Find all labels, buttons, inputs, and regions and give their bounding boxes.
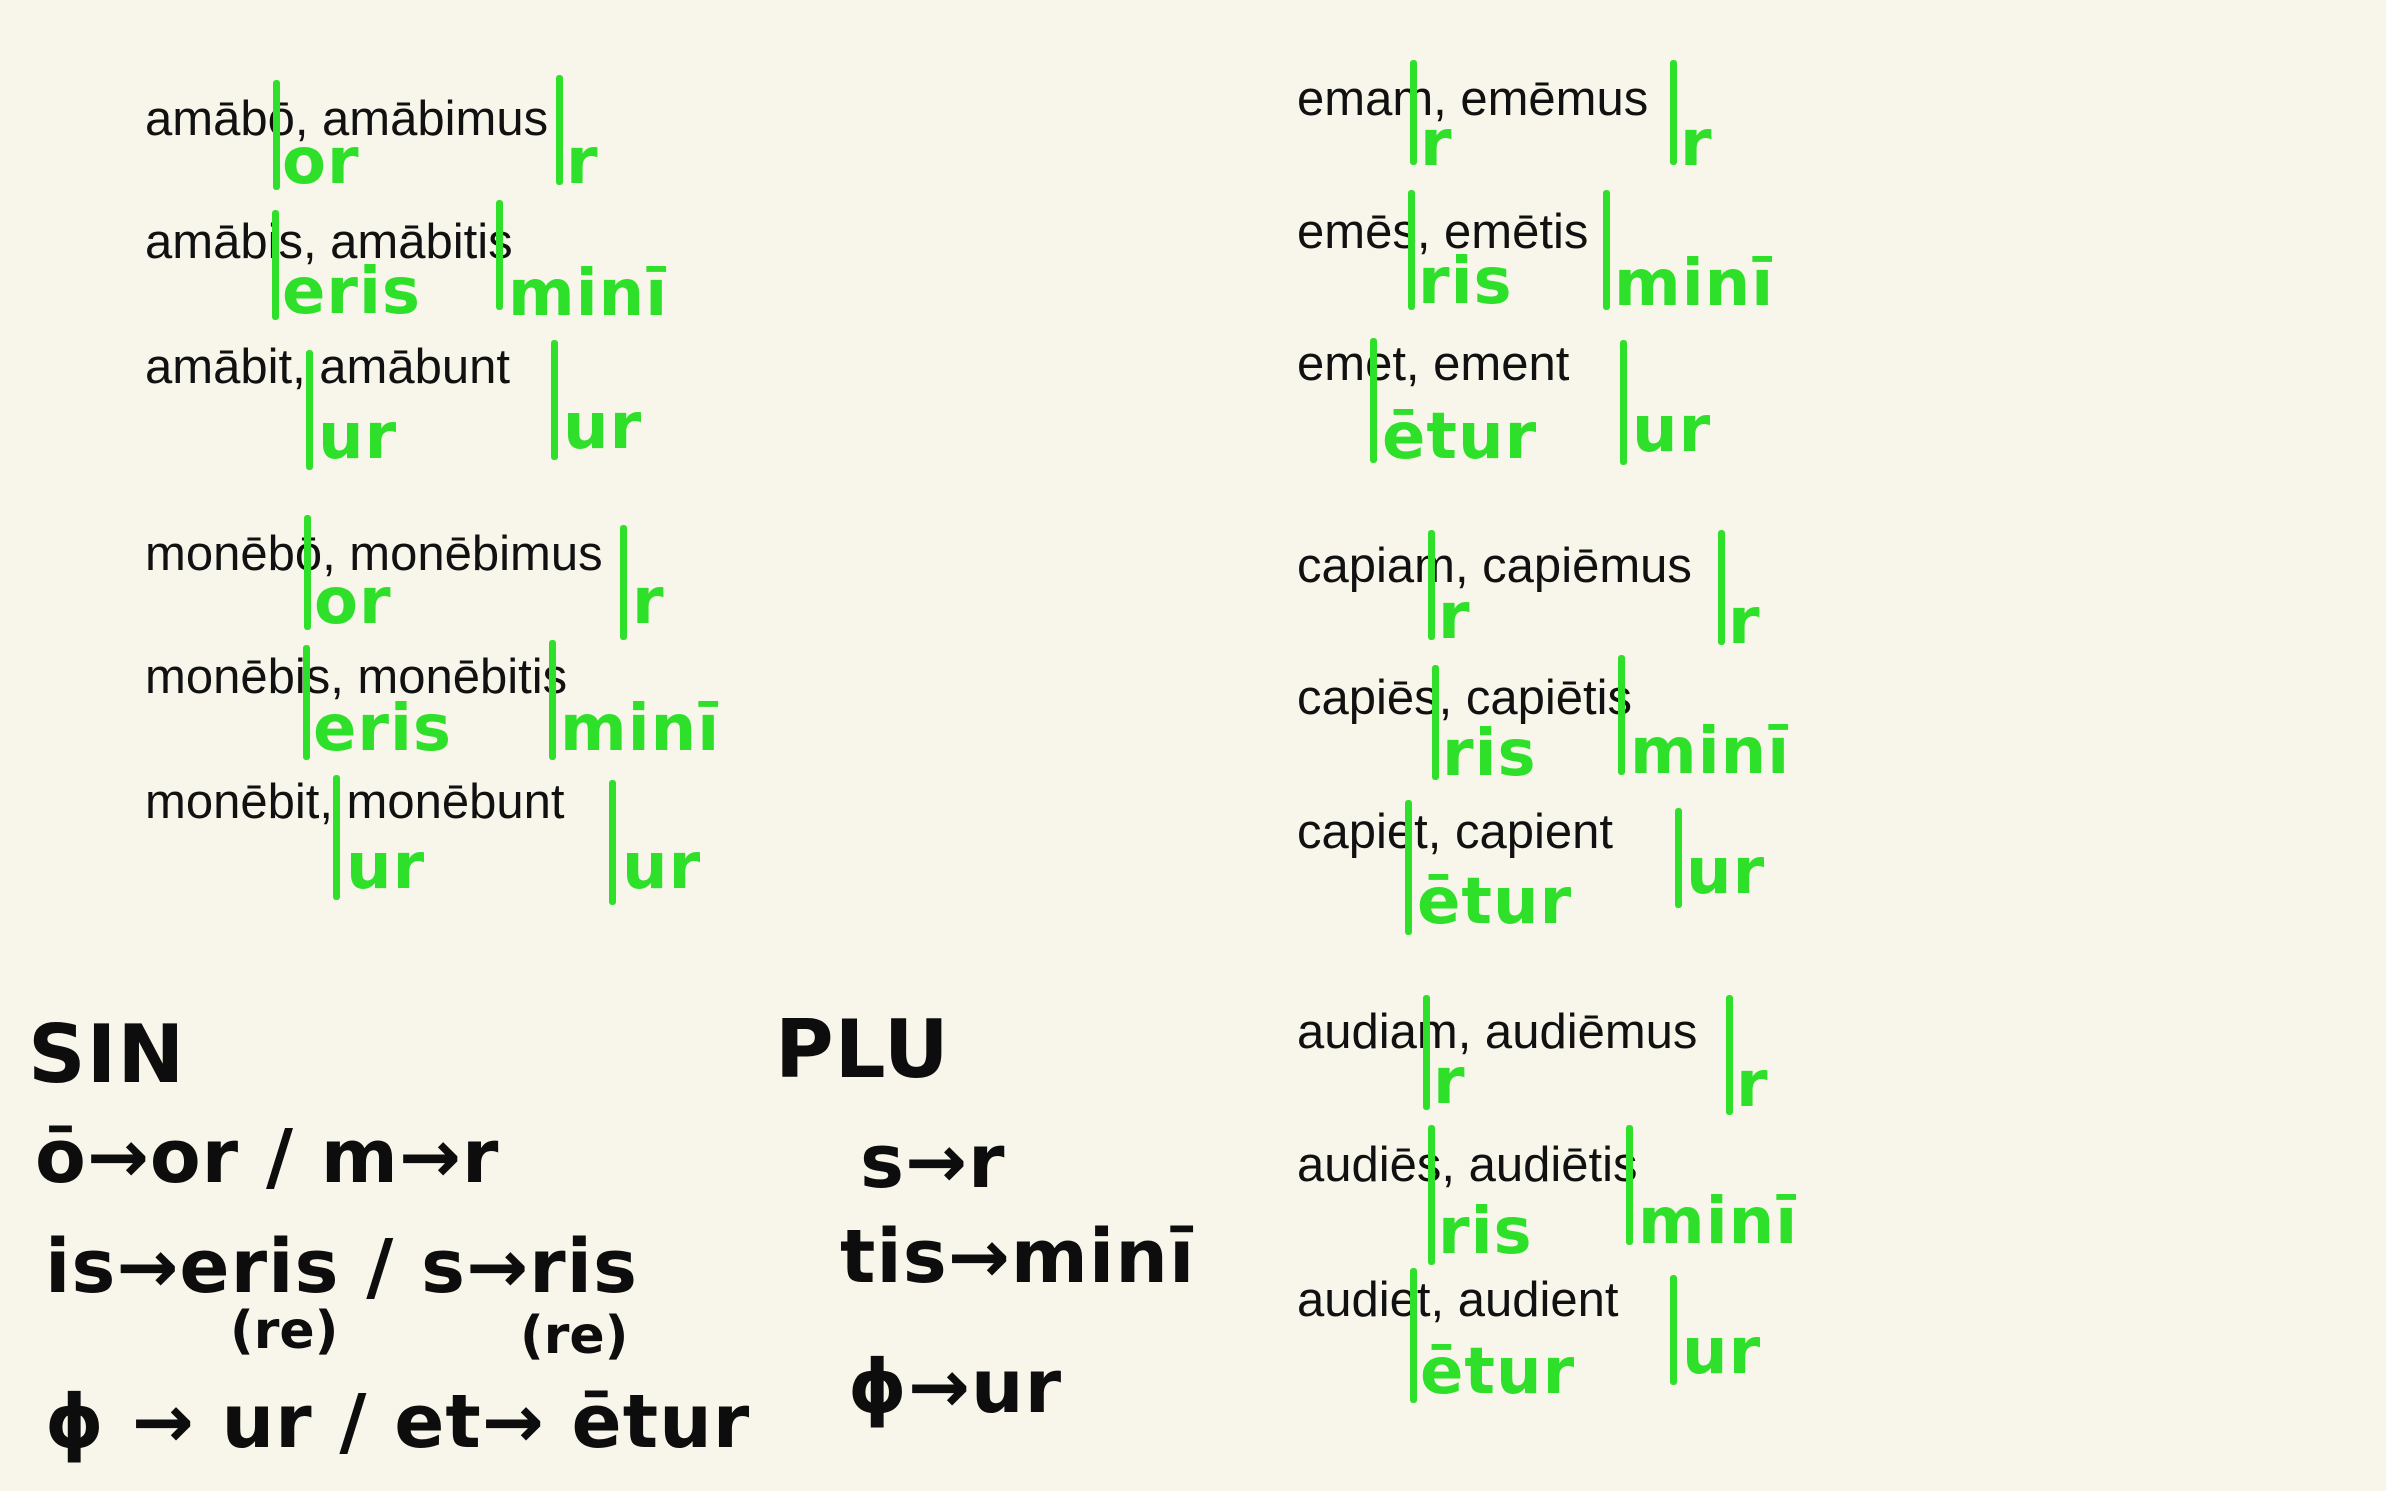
audio-row-1: audiam, audiēmus xyxy=(1297,1005,1698,1059)
green-stroke xyxy=(1620,340,1627,465)
plu-rule-1: s→r xyxy=(860,1119,1006,1205)
emo-row-2: emēs, emētis xyxy=(1297,205,1589,259)
audio-row-1-ending-1: r xyxy=(1433,1045,1466,1119)
capio-row-2-ending-1: ris xyxy=(1442,717,1537,791)
audio-row-3: audiet, audient xyxy=(1297,1273,1619,1327)
emo-row-3-ending-1: ētur xyxy=(1382,400,1538,474)
emo-row-1: emam, emēmus xyxy=(1297,72,1649,126)
amo-row-2: amābis, amābitis xyxy=(145,215,513,269)
sin-rule-3: ϕ → ur / et→ ētur xyxy=(45,1379,751,1465)
green-stroke xyxy=(333,775,340,900)
emo-row-1-ending-2: r xyxy=(1680,107,1713,181)
moneo-row-2-ending-1: eris xyxy=(313,692,452,766)
amo-row-2-ending-2: minī xyxy=(508,257,669,331)
capio-row-3-ending-1: ētur xyxy=(1417,865,1573,939)
amo-row-3: amābit, amābunt xyxy=(145,340,510,394)
capio-row-1: capiam, capiēmus xyxy=(1297,539,1692,593)
emo-row-1-ending-1: r xyxy=(1420,107,1453,181)
green-stroke xyxy=(1410,1268,1417,1403)
green-stroke xyxy=(551,340,558,460)
green-stroke xyxy=(1670,60,1677,165)
green-stroke xyxy=(304,515,311,630)
moneo-row-1-ending-2: r xyxy=(632,565,665,639)
capio-row-3: capiet, capient xyxy=(1297,805,1613,859)
audio-row-3-ending-2: ur xyxy=(1682,1315,1762,1389)
green-stroke xyxy=(1370,338,1377,463)
plu-title: PLU xyxy=(775,1003,950,1096)
amo-row-3-ending-1: ur xyxy=(318,400,398,474)
sin-title: SIN xyxy=(28,1008,186,1101)
green-stroke xyxy=(303,645,310,760)
amo-row-1: amābō, amābimus xyxy=(145,92,549,146)
green-stroke xyxy=(273,80,280,190)
green-stroke xyxy=(496,200,503,310)
amo-row-1-ending-1: or xyxy=(282,125,360,199)
green-stroke xyxy=(306,350,313,470)
emo-row-2-ending-1: ris xyxy=(1418,245,1513,319)
sin-rule-2-note-a: (re) xyxy=(230,1301,339,1361)
amo-row-2-ending-1: eris xyxy=(282,255,421,329)
capio-row-2: capiēs, capiētis xyxy=(1297,671,1633,725)
amo-row-1-ending-2: r xyxy=(566,125,599,199)
audio-row-3-ending-1: ētur xyxy=(1420,1335,1576,1409)
moneo-row-3-ending-2: ur xyxy=(622,830,702,904)
moneo-row-1: monēbō, monēbimus xyxy=(145,527,603,581)
audio-row-1-ending-2: r xyxy=(1736,1048,1769,1122)
green-stroke xyxy=(1423,995,1430,1110)
green-stroke xyxy=(620,525,627,640)
moneo-row-3: monēbit, monēbunt xyxy=(145,775,565,829)
green-stroke xyxy=(1428,530,1435,640)
green-stroke xyxy=(1718,530,1725,645)
moneo-row-2-ending-2: minī xyxy=(560,692,721,766)
capio-row-3-ending-2: ur xyxy=(1686,835,1766,909)
green-stroke xyxy=(609,780,616,905)
audio-row-2-ending-2: minī xyxy=(1638,1185,1799,1259)
capio-row-1-ending-2: r xyxy=(1728,585,1761,659)
emo-row-2-ending-2: minī xyxy=(1614,247,1775,321)
moneo-row-3-ending-1: ur xyxy=(346,830,426,904)
green-stroke xyxy=(1675,808,1682,908)
green-stroke xyxy=(549,640,556,760)
sin-rule-2-note-b: (re) xyxy=(520,1306,629,1366)
green-stroke xyxy=(1726,995,1733,1115)
green-stroke xyxy=(1603,190,1610,310)
green-stroke xyxy=(1410,60,1417,165)
green-stroke xyxy=(1408,190,1415,310)
green-stroke xyxy=(1626,1125,1633,1245)
green-stroke xyxy=(556,75,563,185)
capio-row-2-ending-2: minī xyxy=(1630,715,1791,789)
emo-row-3-ending-2: ur xyxy=(1632,393,1712,467)
plu-rule-2: tis→minī xyxy=(840,1214,1196,1300)
emo-row-3: emet, ement xyxy=(1297,337,1570,391)
amo-row-3-ending-2: ur xyxy=(563,390,643,464)
moneo-row-1-ending-1: or xyxy=(314,565,392,639)
capio-row-1-ending-1: r xyxy=(1438,580,1471,654)
green-stroke xyxy=(1428,1125,1435,1265)
green-stroke xyxy=(272,210,279,320)
plu-rule-3: ϕ→ur xyxy=(848,1344,1063,1430)
green-stroke xyxy=(1670,1275,1677,1385)
green-stroke xyxy=(1432,665,1439,780)
sin-rule-1: ō→or / m→r xyxy=(35,1114,500,1200)
moneo-row-2: monēbis, monēbitis xyxy=(145,650,568,704)
sin-rule-2: is→eris / s→ris xyxy=(45,1224,639,1310)
audio-row-2-ending-1: ris xyxy=(1438,1195,1533,1269)
audio-row-2: audiēs, audiētis xyxy=(1297,1138,1638,1192)
green-stroke xyxy=(1405,800,1412,935)
green-stroke xyxy=(1618,655,1625,775)
